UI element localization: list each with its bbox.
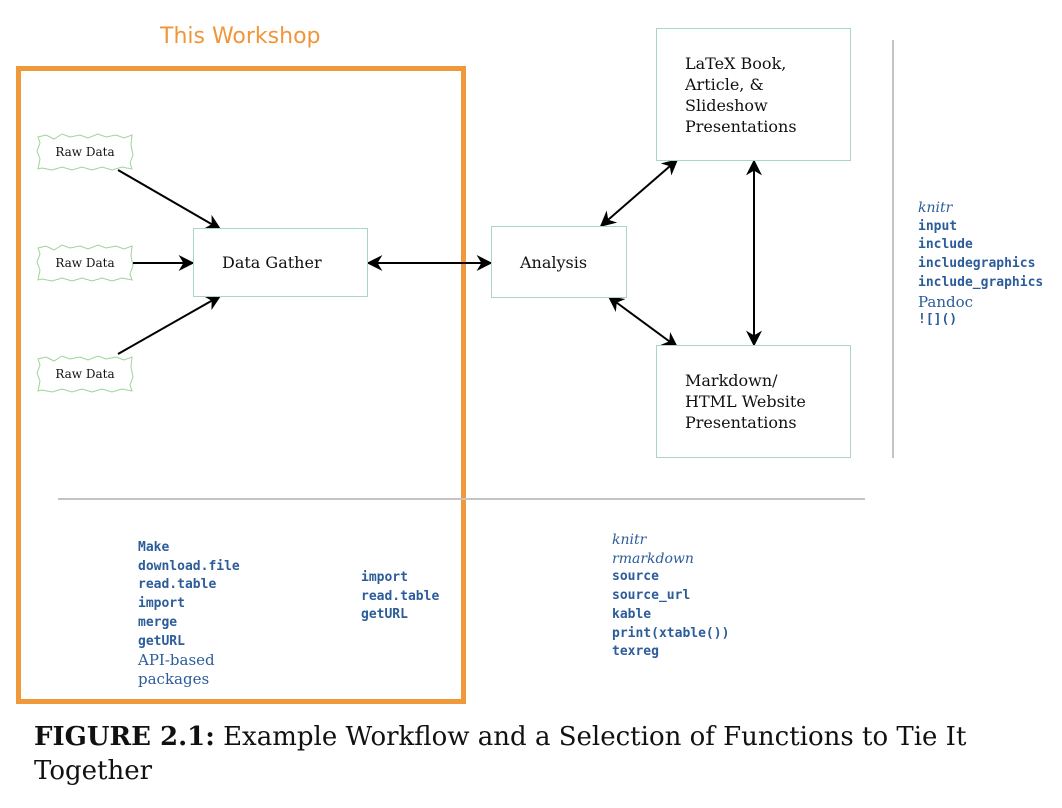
gather-functions-list: Make download.file read.table import merge ge… (138, 539, 240, 689)
arrow-analysis-markdown (607, 296, 679, 348)
arrow-raw3-to-gather (117, 295, 222, 355)
function-item: API-based (138, 651, 215, 670)
function-item: Pandoc (918, 292, 974, 311)
caption-label: FIGURE 2.1: (34, 722, 215, 752)
function-item: merge (138, 614, 178, 630)
raw-data-outline (36, 133, 134, 171)
data-gather-label: Data Gather (222, 253, 322, 272)
function-item: includegraphics (918, 256, 1036, 272)
function-item: import (138, 596, 185, 612)
function-item: source_url (612, 588, 691, 604)
function-item: getURL (361, 607, 408, 623)
raw-data-node: Raw Data (36, 244, 134, 282)
raw-data-label: Raw Data (55, 256, 115, 270)
function-item: ![]() (918, 312, 958, 328)
figure-caption: FIGURE 2.1: Example Workflow and a Selec… (34, 720, 1044, 788)
function-item: include (918, 237, 973, 253)
function-item: source (612, 569, 659, 585)
workshop-frame (16, 66, 466, 704)
raw-data-label: Raw Data (55, 145, 115, 159)
function-item: Make (138, 540, 170, 555)
latex-output-node: LaTeX Book, Article, & Slideshow Present… (656, 28, 851, 161)
raw-data-node: Raw Data (36, 133, 134, 171)
function-item: rmarkdown (612, 550, 694, 567)
function-item: include_graphics (918, 274, 1044, 290)
raw-data-outline (36, 244, 134, 282)
function-item: print(xtable()) (612, 625, 730, 641)
latex-line: Article, & (685, 74, 764, 94)
raw-data-node: Raw Data (36, 355, 134, 393)
function-item: input (918, 218, 958, 234)
markdown-output-node: Markdown/ HTML Website Presentations (656, 345, 851, 458)
data-gather-node: Data Gather (193, 228, 368, 297)
function-item: import (361, 570, 408, 585)
function-item: download.file (138, 558, 240, 574)
raw-data-outline (36, 355, 134, 393)
markdown-line: HTML Website (685, 392, 806, 411)
gather-functions-list-secondary: import read.table getURL (361, 569, 439, 625)
function-item: texreg (612, 644, 659, 660)
latex-line: Presentations (685, 116, 797, 136)
function-item: knitr (918, 200, 953, 216)
function-item: packages (138, 669, 210, 688)
function-item: read.table (361, 588, 440, 604)
markdown-line: Markdown/ (685, 371, 778, 390)
latex-line: LaTeX Book, (685, 53, 787, 73)
raw-data-label: Raw Data (55, 367, 115, 381)
analysis-node: Analysis (491, 226, 627, 298)
arrow-analysis-latex (599, 158, 679, 228)
analysis-label: Analysis (520, 252, 588, 272)
function-item: knitr (612, 532, 647, 548)
caption-text: Example Workflow and a Selection of Func… (34, 722, 967, 786)
function-item: read.table (138, 577, 217, 593)
function-item: getURL (138, 633, 185, 649)
markdown-line: Presentations (685, 413, 797, 432)
arrow-raw1-to-gather (117, 169, 222, 230)
latex-line: Slideshow (685, 95, 768, 115)
function-item: kable (612, 606, 652, 622)
workshop-label: This Workshop (160, 24, 321, 49)
presentation-functions-list: knitr input include includegraphics include_… (918, 199, 1058, 330)
